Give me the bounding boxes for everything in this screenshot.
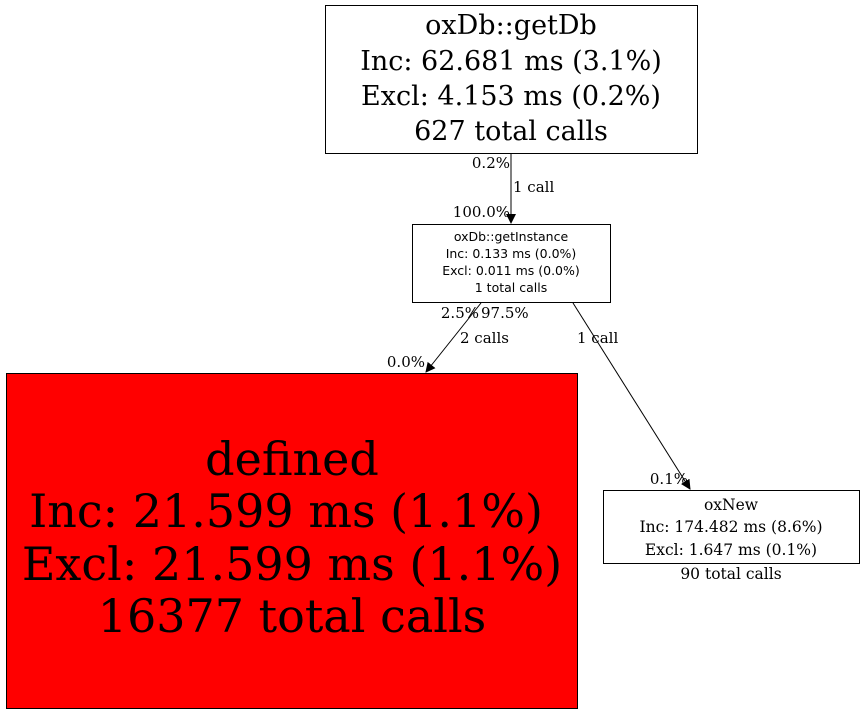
edge-call-count: 1 call <box>513 178 554 196</box>
edge-head-percent: 0.1% <box>650 470 688 488</box>
edge-head-percent: 100.0% <box>453 203 510 221</box>
edge-getinstance-oxnew: 97.5% 1 call 0.1% <box>481 302 691 490</box>
node-title: defined <box>205 432 379 486</box>
node-total-calls: 1 total calls <box>475 280 547 295</box>
edge-tail-percent: 0.2% <box>472 154 510 172</box>
edge-head-percent: 0.0% <box>387 353 425 371</box>
edge-call-count: 2 calls <box>460 329 509 347</box>
node-exclusive-time: Excl: 0.011 ms (0.0%) <box>442 263 580 278</box>
node-inclusive-time: Inc: 62.681 ms (3.1%) <box>360 46 662 77</box>
node-inclusive-time: Inc: 21.599 ms (1.1%) <box>29 484 543 538</box>
node-exclusive-time: Excl: 4.153 ms (0.2%) <box>361 81 661 112</box>
node-title: oxNew <box>704 496 759 514</box>
node-total-calls: 90 total calls <box>680 565 781 583</box>
edge-tail-percent: 2.5% <box>441 304 479 322</box>
edge-getinstance-defined: 2.5% 2 calls 0.0% <box>387 302 509 373</box>
node-getinstance[interactable]: oxDb::getInstance Inc: 0.133 ms (0.0%) E… <box>412 224 611 303</box>
node-getdb[interactable]: oxDb::getDb Inc: 62.681 ms (3.1%) Excl: … <box>325 5 698 154</box>
node-exclusive-time: Excl: 1.647 ms (0.1%) <box>645 541 817 559</box>
node-oxnew[interactable]: oxNew Inc: 174.482 ms (8.6%) Excl: 1.647… <box>603 490 860 584</box>
edge-call-count: 1 call <box>577 329 618 347</box>
node-inclusive-time: Inc: 0.133 ms (0.0%) <box>446 246 577 261</box>
node-defined[interactable]: defined Inc: 21.599 ms (1.1%) Excl: 21.5… <box>6 373 578 709</box>
node-total-calls: 16377 total calls <box>98 589 487 643</box>
node-exclusive-time: Excl: 21.599 ms (1.1%) <box>22 537 562 591</box>
edge-getdb-getinstance: 0.2% 1 call 100.0% <box>453 154 554 224</box>
node-title: oxDb::getDb <box>425 10 597 41</box>
node-title: oxDb::getInstance <box>454 229 569 244</box>
node-total-calls: 627 total calls <box>414 116 608 147</box>
node-inclusive-time: Inc: 174.482 ms (8.6%) <box>639 518 822 536</box>
edge-tail-percent: 97.5% <box>481 304 529 322</box>
